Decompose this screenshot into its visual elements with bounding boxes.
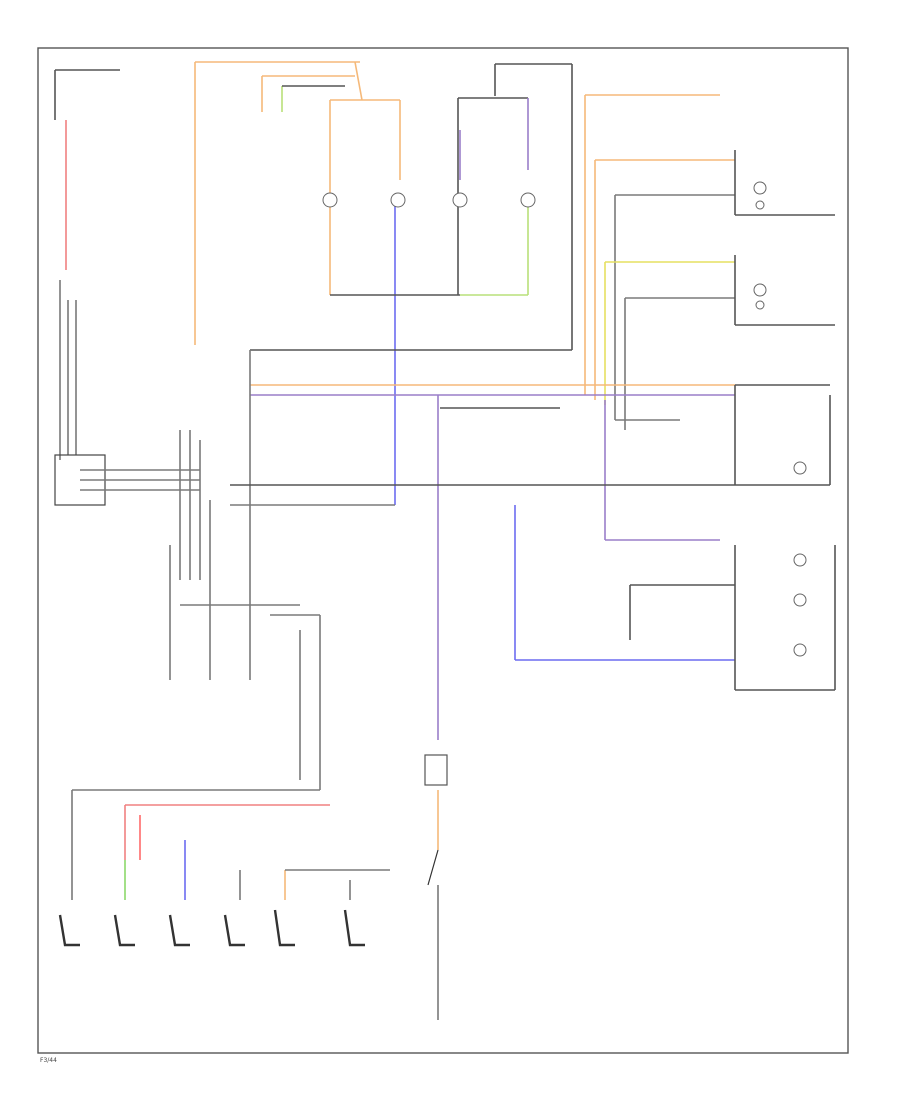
diagram-border	[37, 47, 849, 1054]
main-buses	[230, 350, 735, 740]
door-courtesy-lamp-boxes	[734, 150, 835, 326]
front-courtesy-lamp-box	[629, 545, 836, 691]
central-timer-module	[54, 430, 321, 791]
luggage-compartment-lamp	[424, 754, 448, 1020]
right-dome-lamp-bulb	[390, 192, 406, 208]
central-fuse-block	[54, 69, 120, 460]
rear-courtesy-lamp-box	[734, 384, 831, 486]
left-map-lamp-bulb	[452, 192, 468, 208]
door-courtesy-switches	[58, 790, 390, 947]
map-lamp-circuit	[250, 63, 573, 351]
dome-lamp-circuit	[194, 61, 460, 505]
lamp-bulbs	[322, 192, 536, 208]
right-side-wiring	[584, 94, 735, 541]
right-map-lamp-bulb	[520, 192, 536, 208]
left-dome-lamp-bulb	[322, 192, 338, 208]
diagram-footer-code: F3/44	[40, 1057, 57, 1064]
